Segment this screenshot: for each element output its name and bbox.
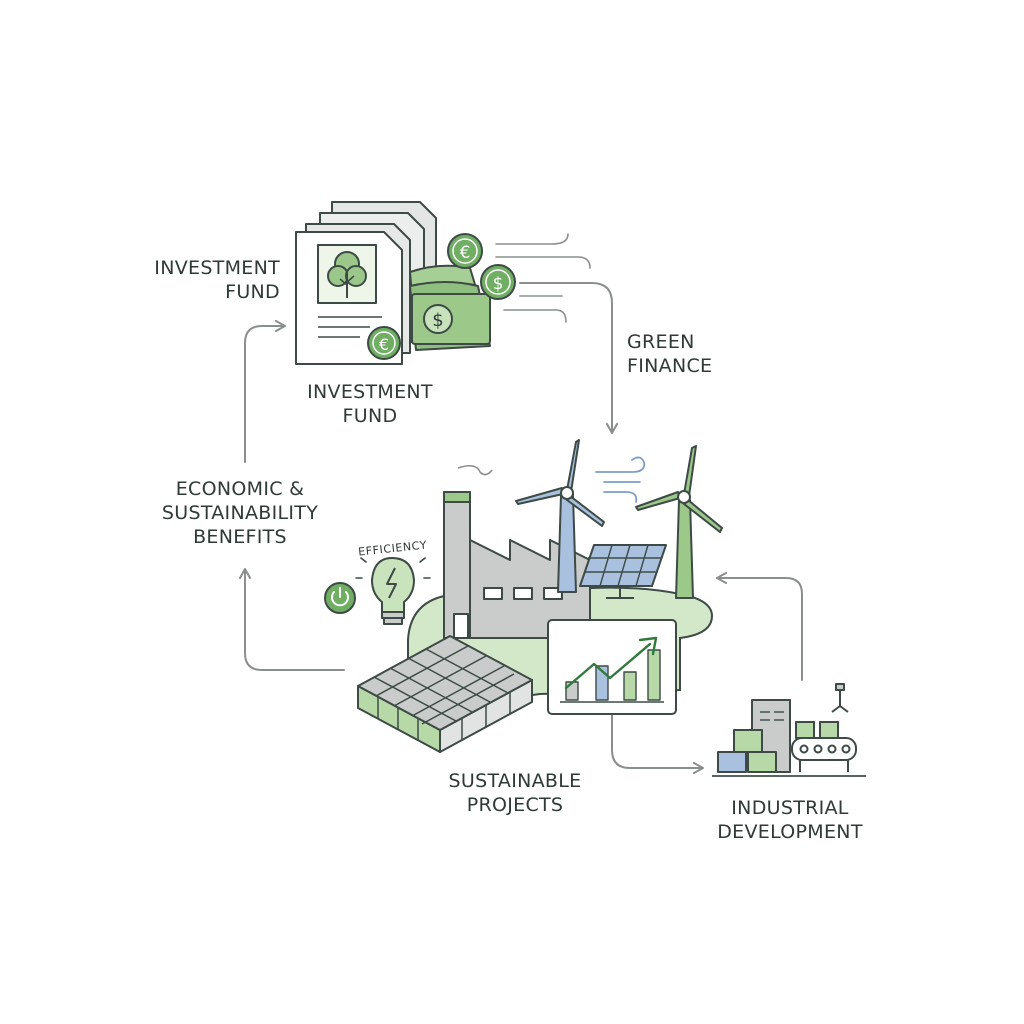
arrow-to-industrial: [611, 711, 704, 774]
dollar-sign: $: [432, 310, 443, 331]
industrial-development-line1: INDUSTRIAL: [731, 797, 849, 819]
green-finance-line1: GREEN: [627, 331, 695, 353]
efficiency-label: EFFICIENCY: [358, 538, 428, 558]
investment-fund-label: INVESTMENT FUND: [285, 380, 455, 428]
benefits-line1: ECONOMIC &: [175, 478, 305, 500]
benefits-label: ECONOMIC & SUSTAINABILITY BENEFITS: [140, 477, 340, 549]
power-icon: [324, 582, 356, 614]
investment-fund-side-label: INVESTMENT FUND: [110, 256, 280, 304]
industrial-development-line2: DEVELOPMENT: [717, 821, 863, 843]
dollar-sign-coin: $: [493, 274, 504, 294]
tree-icon: [327, 251, 367, 298]
wind-turbine-icon: [635, 445, 723, 599]
growth-chart-icon: [547, 619, 677, 715]
money-flow-lines: [495, 233, 591, 323]
dollar-coin-icon: $: [480, 264, 516, 300]
banknotes-icon: $: [409, 264, 491, 351]
investment-fund-side-line1: INVESTMENT: [154, 257, 280, 279]
arrow-to-fund: [244, 320, 286, 463]
benefits-line3: BENEFITS: [193, 526, 287, 548]
green-finance-line2: FINANCE: [627, 355, 713, 377]
euro-sign-top: €: [460, 243, 471, 263]
benefits-line2: SUSTAINABILITY: [161, 502, 319, 524]
euro-coin-icon: €: [367, 326, 401, 360]
arrow-to-benefits: [239, 568, 345, 671]
sustainable-projects-line1: SUSTAINABLE: [448, 770, 582, 792]
solar-panel-icon: [579, 544, 667, 599]
euro-coin-icon: €: [447, 233, 483, 269]
light-bulb-icon: [355, 557, 431, 625]
arrow-to-green-finance: [519, 282, 618, 434]
investment-fund-line1: INVESTMENT: [307, 381, 433, 403]
green-finance-label: GREEN FINANCE: [627, 330, 767, 378]
investment-fund-line2: FUND: [342, 405, 398, 427]
industrial-development-label: INDUSTRIAL DEVELOPMENT: [700, 796, 880, 844]
wind-turbine-icon: [515, 439, 605, 593]
euro-sign-bottom: €: [379, 335, 389, 354]
cycle-arrows: [239, 282, 803, 774]
sustainable-projects-label: SUSTAINABLE PROJECTS: [425, 769, 605, 817]
solar-array-icon: [357, 635, 533, 753]
arrow-industrial-to-projects: [716, 572, 803, 681]
sustainable-projects-line2: PROJECTS: [466, 794, 564, 816]
wind-gust-icon: [595, 456, 646, 503]
investment-fund-side-line2: FUND: [225, 281, 280, 303]
conveyor-icon: [712, 683, 866, 777]
